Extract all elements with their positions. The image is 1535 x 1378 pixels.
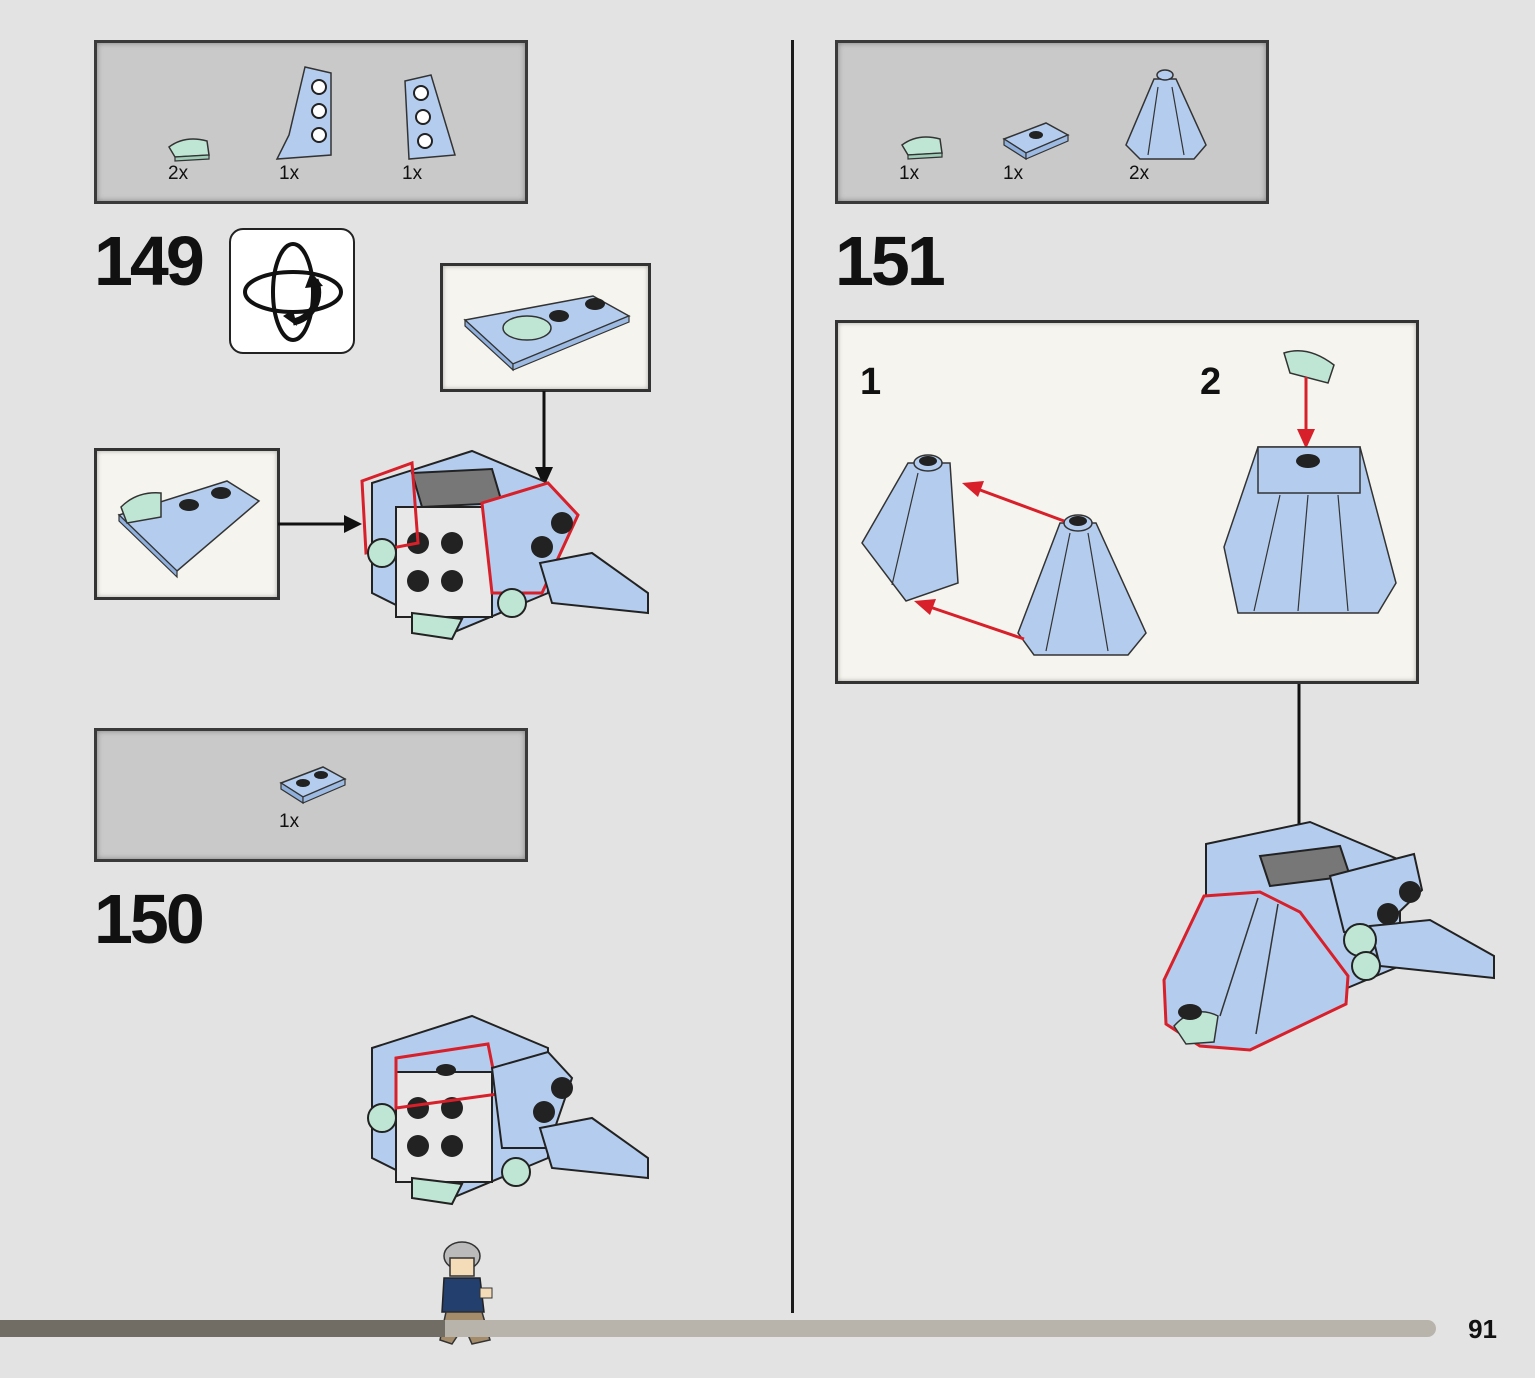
parts-box-step-150: 1x: [94, 728, 528, 862]
part-qty: 1x: [402, 163, 423, 184]
part-qty: 1x: [899, 163, 920, 184]
wedge-plate-right-part-icon: [404, 74, 456, 160]
part-qty: 2x: [168, 163, 189, 184]
model-step-149: [360, 449, 649, 641]
part-qty: 2x: [1129, 163, 1150, 184]
parts-box-step-149: 2x 1x 1x: [94, 40, 528, 204]
part-qty: 1x: [279, 163, 300, 184]
parts-box-step-151: 1x 1x 2x: [835, 40, 1269, 204]
progress-bar: [0, 1320, 1436, 1337]
quarter-tile-part-icon: [168, 138, 210, 162]
wedge-plate-left-part-icon: [275, 66, 332, 160]
arrow-down-icon: [535, 391, 553, 487]
model-step-151: [1162, 820, 1495, 1052]
callout-wedge-left: [94, 448, 280, 600]
model-step-150: [367, 1014, 649, 1206]
step-number: 150: [94, 880, 205, 958]
progress-fill: [0, 1320, 446, 1337]
rotate-model-icon: [229, 228, 355, 354]
page-number: 91: [1468, 1314, 1497, 1344]
substep-number: 2: [1200, 361, 1222, 403]
step-number: 151: [835, 222, 946, 300]
page-divider: [791, 40, 794, 1313]
substep-callout: 1 2: [835, 320, 1419, 684]
slope-cone-part-icon: [1125, 69, 1207, 160]
part-qty: 1x: [279, 811, 300, 832]
part-qty: 1x: [1003, 163, 1024, 184]
substep-number: 1: [860, 361, 882, 403]
callout-wedge-right: [440, 263, 651, 392]
jumper-plate-part-icon: [1002, 122, 1070, 161]
plate-1x2-part-icon: [279, 766, 347, 805]
step-number: 149: [94, 222, 205, 300]
quarter-tile-part-icon: [901, 136, 943, 160]
arrow-right-icon: [278, 515, 362, 533]
